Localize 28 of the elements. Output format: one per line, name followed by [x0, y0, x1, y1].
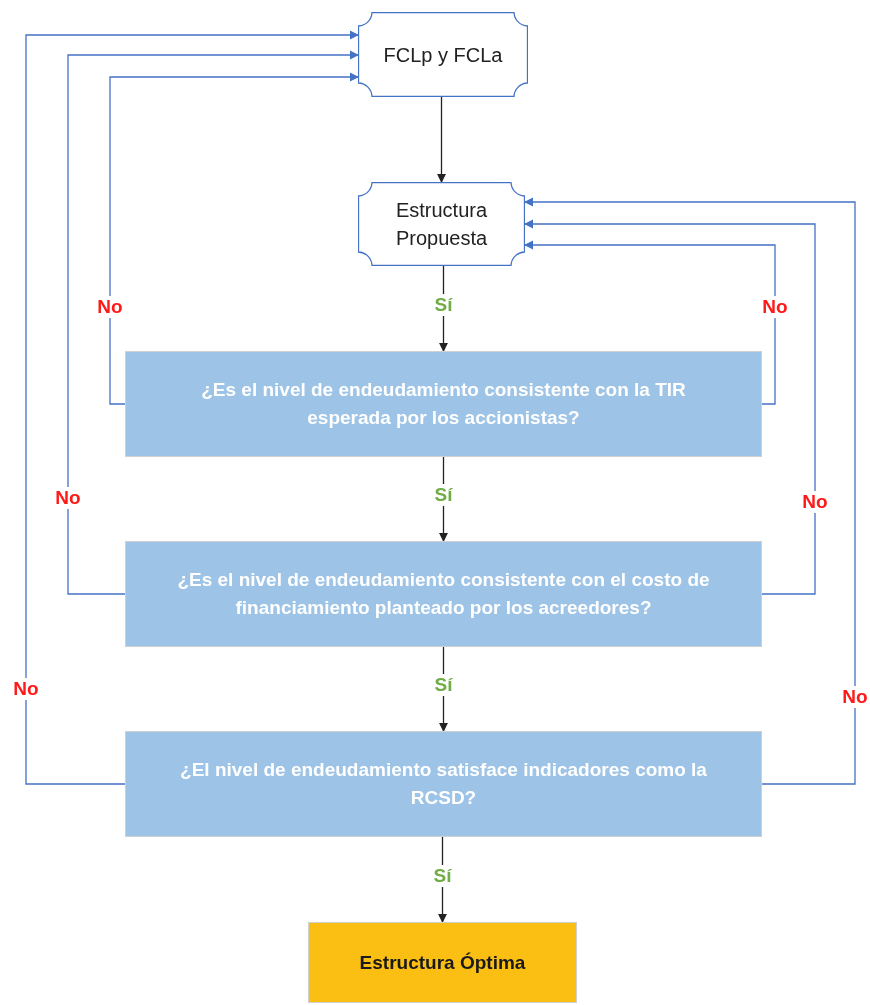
- process-box: [358, 182, 525, 266]
- edge-label: No: [54, 487, 82, 509]
- edge-label: Sí: [433, 674, 454, 696]
- edge-label: Sí: [432, 864, 453, 887]
- node-text: ¿Es el nivel de endeudamiento consistente con el costo de financiamiento planteado por los acreedores?: [176, 568, 711, 620]
- edge-label: No: [841, 686, 869, 708]
- edge-label: No: [12, 678, 40, 700]
- arrow: [524, 197, 856, 785]
- edge-label: Sí: [433, 293, 454, 316]
- decision-box: [125, 731, 762, 837]
- edge-label: No: [761, 296, 789, 318]
- edge-label: Sí: [433, 484, 454, 506]
- process-box: [358, 12, 528, 97]
- arrow: [109, 72, 359, 405]
- node-text: ¿Es el nivel de endeudamiento consistente con la TIR esperada por los accionistas?: [200, 378, 687, 430]
- node-text: Estructura Propuesta: [394, 198, 489, 251]
- decision-box: [125, 541, 762, 647]
- decision-box: [125, 351, 762, 457]
- arrow: [524, 240, 776, 405]
- node-text: ¿El nivel de endeudamiento satisface indicadores como la RCSD?: [179, 758, 708, 810]
- node-text: FCLp y FCLa: [383, 42, 503, 68]
- arrow: [524, 219, 816, 595]
- edge-label: No: [801, 491, 829, 513]
- result-box: [308, 922, 577, 1003]
- arrow: [436, 96, 447, 183]
- node-text: Estructura Óptima: [359, 950, 526, 975]
- arrow: [25, 30, 359, 785]
- edge-label: No: [96, 296, 124, 318]
